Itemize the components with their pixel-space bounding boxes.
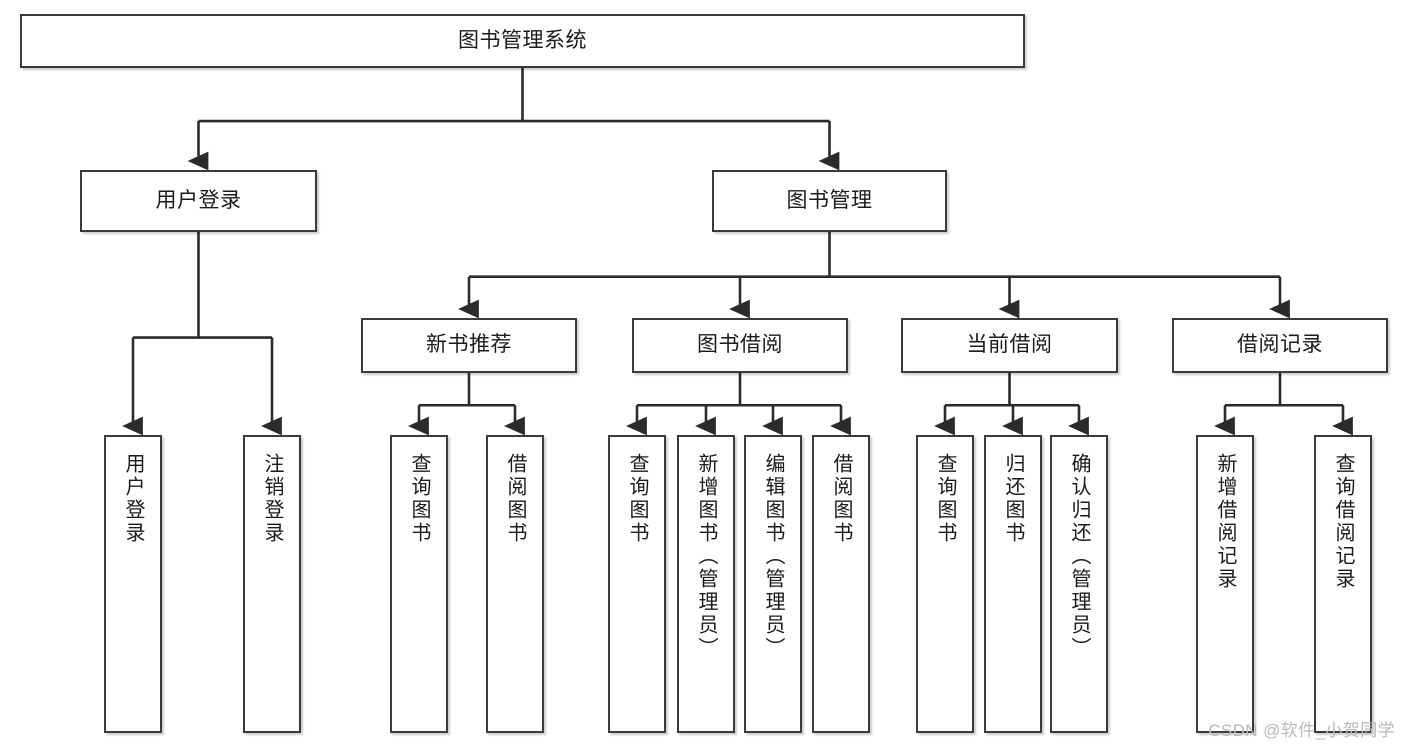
node-leaf-query-book-cur[interactable]: 查询图书: [916, 435, 974, 733]
node-label-leaf-add-record: 新增借阅记录: [1214, 453, 1236, 591]
node-label-leaf-query-record: 查询借阅记录: [1332, 453, 1354, 591]
node-leaf-query-record[interactable]: 查询借阅记录: [1314, 435, 1372, 733]
node-label-leaf-query-book-borrow: 查询图书: [626, 453, 648, 545]
node-label-leaf-confirm-return: 确认归还（管理员）: [1068, 453, 1090, 660]
node-leaf-query-book-rec[interactable]: 查询图书: [390, 435, 448, 733]
node-book-manage[interactable]: 图书管理: [712, 170, 947, 232]
node-label-leaf-query-book-cur: 查询图书: [934, 453, 956, 545]
node-leaf-borrow-book[interactable]: 借阅图书: [812, 435, 870, 733]
node-leaf-return-book[interactable]: 归还图书: [984, 435, 1042, 733]
csdn-watermark: CSDN @软件_小贺同学: [1208, 721, 1395, 740]
node-label-leaf-borrow-book-rec: 借阅图书: [504, 453, 526, 545]
node-leaf-user-login[interactable]: 用户登录: [104, 435, 162, 733]
node-label-book-borrow: 图书借阅: [697, 333, 783, 357]
node-label-user-login: 用户登录: [155, 188, 242, 212]
node-label-leaf-borrow-book: 借阅图书: [830, 453, 852, 545]
node-leaf-query-book-borrow[interactable]: 查询图书: [608, 435, 666, 733]
node-label-leaf-return-book: 归还图书: [1002, 453, 1024, 545]
node-label-leaf-add-book: 新增图书（管理员）: [695, 453, 717, 660]
node-leaf-borrow-book-rec[interactable]: 借阅图书: [486, 435, 544, 733]
node-label-leaf-logout: 注销登录: [261, 453, 283, 545]
node-leaf-confirm-return[interactable]: 确认归还（管理员）: [1050, 435, 1108, 733]
node-new-book-rec[interactable]: 新书推荐: [361, 318, 577, 373]
node-leaf-logout[interactable]: 注销登录: [243, 435, 301, 733]
node-label-current-borrow: 当前借阅: [966, 333, 1053, 357]
node-borrow-record[interactable]: 借阅记录: [1172, 318, 1388, 373]
node-leaf-edit-book[interactable]: 编辑图书（管理员）: [744, 435, 802, 733]
node-label-leaf-query-book-rec: 查询图书: [408, 453, 430, 545]
node-root[interactable]: 图书管理系统: [20, 14, 1025, 68]
node-label-root: 图书管理系统: [458, 28, 587, 52]
node-current-borrow[interactable]: 当前借阅: [901, 318, 1118, 373]
node-book-borrow[interactable]: 图书借阅: [632, 318, 848, 373]
node-label-new-book-rec: 新书推荐: [426, 333, 512, 357]
node-label-borrow-record: 借阅记录: [1237, 333, 1323, 357]
node-leaf-add-book[interactable]: 新增图书（管理员）: [677, 435, 735, 733]
node-user-login[interactable]: 用户登录: [80, 170, 317, 232]
node-label-leaf-user-login: 用户登录: [122, 453, 144, 545]
node-label-book-manage: 图书管理: [786, 188, 873, 212]
node-label-leaf-edit-book: 编辑图书（管理员）: [762, 453, 784, 660]
node-leaf-add-record[interactable]: 新增借阅记录: [1196, 435, 1254, 733]
